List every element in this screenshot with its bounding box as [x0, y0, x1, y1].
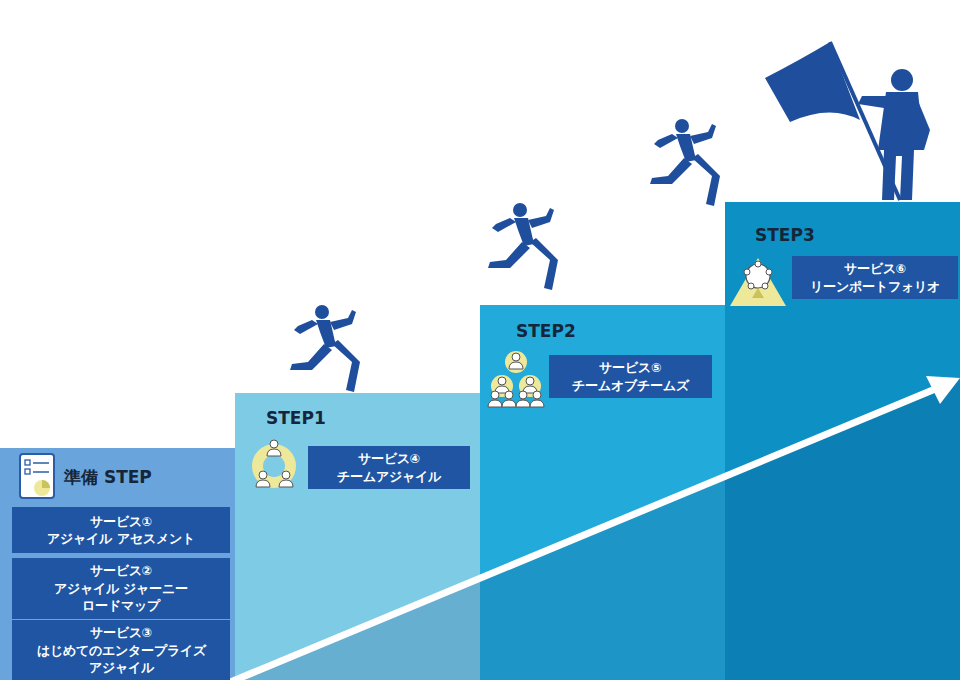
service-name: アジャイル ジャーニー ロードマップ — [51, 580, 191, 615]
service-number: サービス③ — [90, 624, 153, 642]
service-name: チームオブチームズ — [572, 377, 689, 395]
service-name: リーンポートフォリオ — [810, 278, 940, 296]
team-icon — [252, 440, 296, 488]
service-name: アジャイル アセスメント — [47, 530, 194, 548]
service-number: サービス⑥ — [844, 260, 907, 278]
service-box: サービス③はじめてのエンタープライズ アジャイル — [12, 620, 230, 680]
service-number: サービス② — [90, 562, 153, 580]
step-column: 準備 STEPサービス①アジャイル アセスメントサービス②アジャイル ジャーニー… — [0, 448, 235, 680]
runner-figure — [290, 305, 360, 392]
service-name: はじめてのエンタープライズ アジャイル — [35, 642, 207, 677]
step-heading: STEP2 — [516, 321, 576, 341]
service-box: サービス①アジャイル アセスメント — [12, 507, 230, 553]
runner-figure — [650, 119, 720, 206]
service-box: サービス②アジャイル ジャーニー ロードマップ — [12, 558, 230, 619]
arrow-head — [926, 376, 960, 404]
growth-arrow — [228, 387, 940, 680]
step-heading: 準備 STEP — [64, 466, 152, 489]
runner-figure — [488, 203, 558, 290]
step-column: STEP1 サービス④チームアジャイル — [235, 393, 480, 680]
service-number: サービス⑤ — [599, 359, 662, 377]
step-column: STEP3 サービス⑥リーンポートフォリオ — [725, 202, 960, 680]
flag-figure — [765, 42, 930, 200]
checklist-icon — [20, 454, 54, 498]
service-box: サービス④チームアジャイル — [308, 446, 470, 489]
service-number: サービス④ — [358, 450, 421, 468]
step-column — [0, 448, 235, 680]
step-column: STEP2 サービス⑤チームオブチームズ — [480, 305, 725, 680]
service-box: サービス⑤チームオブチームズ — [549, 355, 712, 398]
step-heading: STEP1 — [266, 408, 326, 428]
service-number: サービス① — [90, 513, 153, 531]
step-heading: STEP3 — [755, 225, 815, 245]
portfolio-icon — [730, 258, 786, 306]
team-of-teams-icon — [488, 351, 544, 407]
service-name: チームアジャイル — [337, 468, 441, 486]
service-box: サービス⑥リーンポートフォリオ — [792, 256, 958, 299]
